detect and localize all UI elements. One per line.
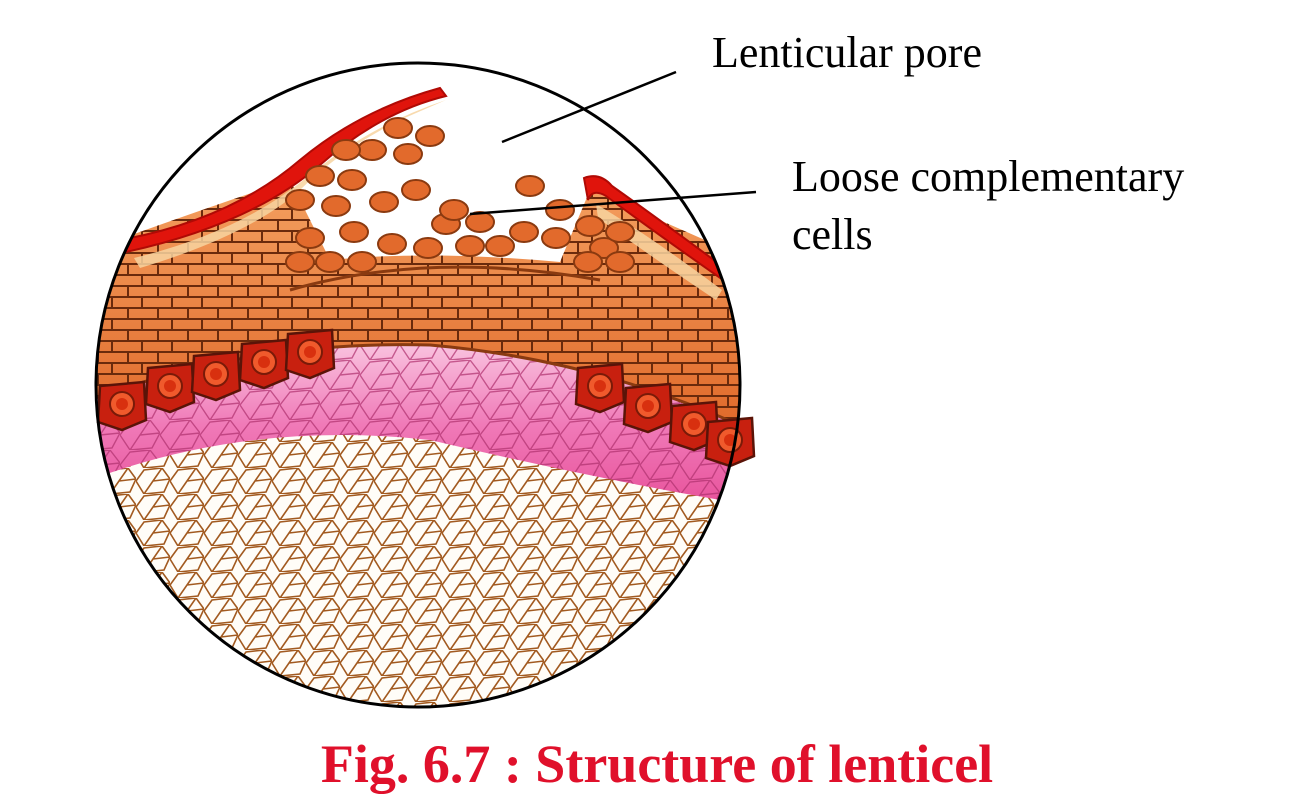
- phellogen-cell: [704, 416, 756, 468]
- figure-caption: Fig. 6.7 : Structure of lenticel: [320, 734, 994, 794]
- phellogen-cells-group: [96, 328, 756, 468]
- complementary-cell: [315, 251, 345, 273]
- phellogen-cell: [622, 382, 674, 434]
- phellogen-cell: [144, 362, 196, 414]
- complementary-cell: [337, 169, 367, 191]
- complementary-cell: [347, 251, 377, 273]
- complementary-cell: [575, 215, 605, 237]
- complementary-cell: [509, 221, 539, 243]
- complementary-cell: [545, 199, 575, 221]
- complementary-cell: [393, 143, 423, 165]
- complementary-cells-group: [285, 117, 635, 273]
- complementary-cell: [573, 251, 603, 273]
- phellogen-cell: [96, 380, 148, 432]
- complementary-cell: [415, 125, 445, 147]
- phellogen-cell: [238, 338, 290, 390]
- complementary-cell: [377, 233, 407, 255]
- phellogen-cell: [574, 362, 626, 414]
- complementary-cell: [413, 237, 443, 259]
- complementary-cell: [305, 165, 335, 187]
- complementary-cell: [401, 179, 431, 201]
- outer-cork-left: [118, 86, 448, 254]
- complementary-cell: [485, 235, 515, 257]
- complementary-cell: [605, 221, 635, 243]
- complementary-cell: [339, 221, 369, 243]
- complementary-cell: [321, 195, 351, 217]
- outer-cork-left-light: [134, 100, 446, 268]
- complementary-cell: [605, 251, 635, 273]
- complementary-cell: [369, 191, 399, 213]
- phellogen-cell: [190, 350, 242, 402]
- complementary-cell: [541, 227, 571, 249]
- complementary-cell: [439, 199, 469, 221]
- pointer-line-cells: [469, 190, 757, 216]
- label-loose-cells-line2: cells: [792, 210, 873, 259]
- complementary-cell: [589, 237, 619, 259]
- complementary-cell: [515, 175, 545, 197]
- complementary-cell: [285, 189, 315, 211]
- complementary-cell: [285, 251, 315, 273]
- complementary-cell: [331, 139, 361, 161]
- complementary-cell: [357, 139, 387, 161]
- complementary-cell: [383, 117, 413, 139]
- complementary-cell: [455, 235, 485, 257]
- label-lenticular-pore: Lenticular pore: [712, 28, 982, 77]
- circle-outline: [94, 61, 742, 709]
- complementary-cell: [295, 227, 325, 249]
- label-loose-cells-line1: Loose complementary: [792, 152, 1185, 201]
- phellogen-cell: [284, 328, 336, 380]
- pointer-line-pore: [501, 70, 677, 144]
- cork-inner-band: [289, 265, 601, 292]
